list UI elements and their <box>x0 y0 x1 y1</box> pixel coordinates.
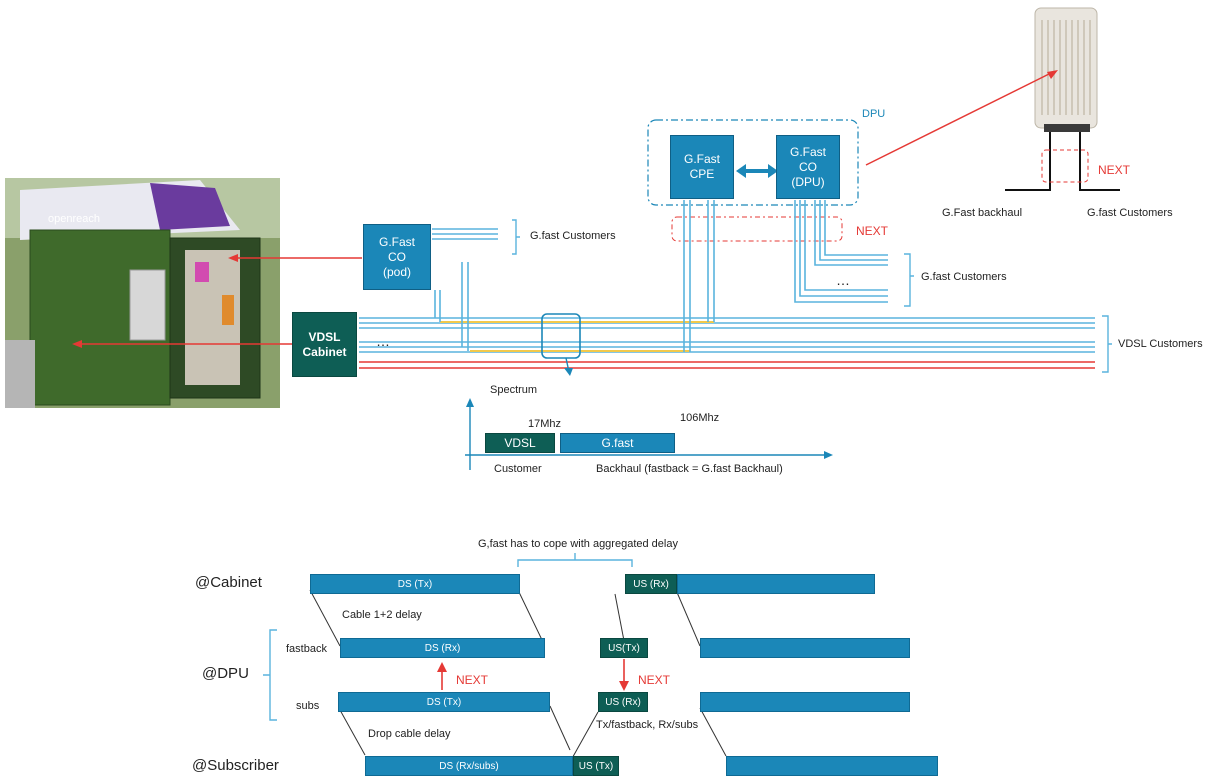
spectrum-gfast-band: G.fast <box>560 433 675 453</box>
row-label-cabinet: @Cabinet <box>195 574 262 591</box>
row-label-fastback: fastback <box>286 643 327 655</box>
cabinet-us-rx-bar: US (Rx) <box>625 574 677 594</box>
dpu-label: DPU <box>862 108 885 120</box>
vdsl-cabinet-line2: Cabinet <box>302 345 346 359</box>
row-label-dpu: @DPU <box>202 665 249 682</box>
gfast-customers-dpu-label: G.fast Customers <box>921 271 1007 283</box>
spectrum-customer-label: Customer <box>494 463 542 475</box>
next-timing-a: NEXT <box>456 673 488 687</box>
cabinet-ds-tx-bar: DS (Tx) <box>310 574 520 594</box>
vdsl-customers-label: VDSL Customers <box>1118 338 1203 350</box>
subscriber-tail-bar <box>726 756 938 776</box>
gfast-customers-pod-label: G.fast Customers <box>530 230 616 242</box>
gfast-customers-device-label: G.fast Customers <box>1087 207 1173 219</box>
cabinet-lines-ellipsis: … <box>376 333 390 349</box>
photo-brand-text: openreach <box>48 213 100 225</box>
vdsl-cabinet-line1: VDSL <box>308 330 340 344</box>
subs-tail-bar <box>700 692 910 712</box>
drop-delay-label: Drop cable delay <box>368 728 451 740</box>
spectrum-backhaul-label: Backhaul (fastback = G.fast Backhaul) <box>596 463 783 475</box>
spectrum-title: Spectrum <box>490 384 537 396</box>
row-label-subs: subs <box>296 700 319 712</box>
dpu-lines-ellipsis: … <box>836 272 850 288</box>
gfast-co-pod-line1: G.Fast <box>379 235 415 249</box>
gfast-cpe-line1: G.Fast <box>684 152 720 166</box>
spectrum-17mhz: 17Mhz <box>528 418 561 430</box>
gfast-co-dpu-line2: CO <box>799 160 817 174</box>
gfast-backhaul-label: G.Fast backhaul <box>942 207 1022 219</box>
gfast-co-pod-line2: CO <box>388 250 406 264</box>
gfast-co-dpu-line3: (DPU) <box>791 175 824 189</box>
gfast-cpe-line2: CPE <box>690 167 715 181</box>
cabinet-photo: openreach <box>5 178 280 408</box>
timing-header: G,fast has to cope with aggregated delay <box>478 538 678 550</box>
row-label-subscriber: @Subscriber <box>192 757 279 774</box>
spectrum-vdsl-band: VDSL <box>485 433 555 453</box>
cabinet-tail-bar <box>677 574 875 594</box>
subscriber-us-tx-bar: US (Tx) <box>573 756 619 776</box>
gfast-co-pod-line3: (pod) <box>383 265 411 279</box>
next-timing-b: NEXT <box>638 673 670 687</box>
fastback-ds-rx-bar: DS (Rx) <box>340 638 545 658</box>
spectrum-106mhz: 106Mhz <box>680 412 719 424</box>
tx-rx-note: Tx/fastback, Rx/subs <box>596 719 698 731</box>
subs-us-rx-bar: US (Rx) <box>598 692 648 712</box>
fastback-tail-bar <box>700 638 910 658</box>
cable-delay-label: Cable 1+2 delay <box>342 609 422 621</box>
next-label-mid: NEXT <box>856 224 888 238</box>
subscriber-ds-rx-bar: DS (Rx/subs) <box>365 756 573 776</box>
gfast-co-dpu-line1: G.Fast <box>790 145 826 159</box>
subs-ds-tx-bar: DS (Tx) <box>338 692 550 712</box>
fastback-us-tx-bar: US(Tx) <box>600 638 648 658</box>
next-label-device: NEXT <box>1098 163 1130 177</box>
